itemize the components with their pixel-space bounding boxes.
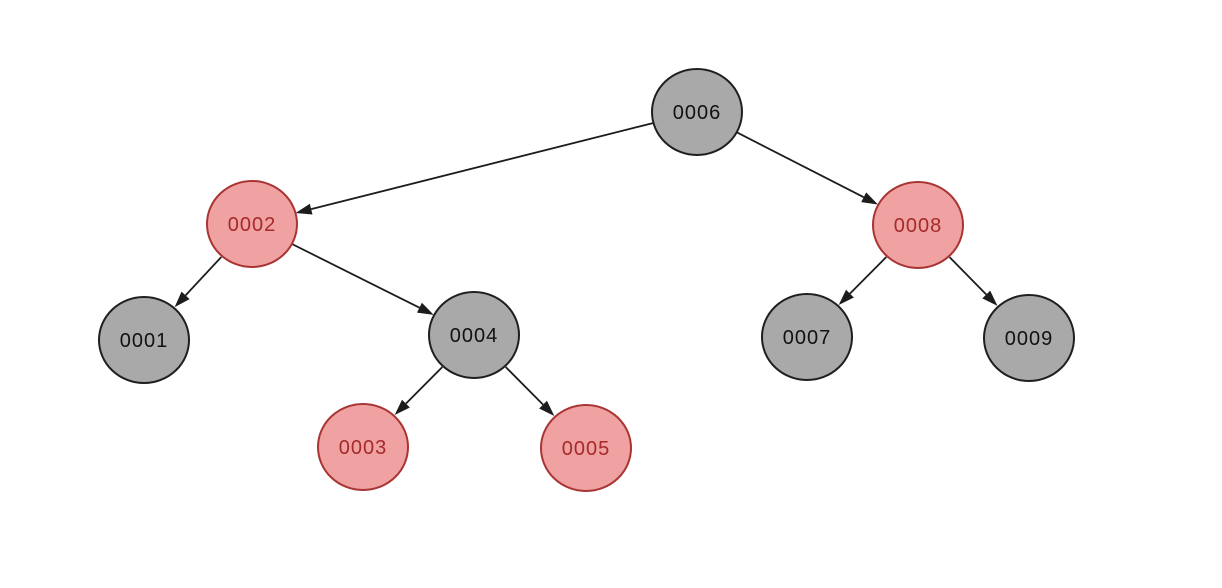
black-node-circle — [983, 294, 1075, 382]
arrowhead-icon — [174, 291, 190, 308]
node-label: 0004 — [450, 325, 499, 347]
edge-0008-to-0009 — [948, 256, 998, 306]
tree-node-0003: 0003 — [317, 403, 409, 491]
node-label: 0001 — [120, 330, 169, 352]
arrowhead-icon — [394, 399, 410, 416]
edge-line — [849, 256, 887, 295]
tree-node-0009: 0009 — [983, 294, 1075, 382]
tree-node-0007: 0007 — [761, 293, 853, 381]
tree-node-0001: 0001 — [98, 296, 190, 384]
red-node-circle — [540, 404, 632, 492]
arrowhead-icon — [861, 192, 878, 205]
tree-node-0006: 0006 — [651, 68, 743, 156]
red-node-circle — [872, 181, 964, 269]
edge-0004-to-0005 — [505, 366, 555, 417]
node-label: 0007 — [783, 327, 832, 349]
red-node-circle — [317, 403, 409, 491]
edge-0004-to-0003 — [394, 366, 443, 416]
arrowhead-icon — [838, 289, 854, 306]
edge-line — [948, 256, 987, 296]
node-label: 0008 — [894, 215, 943, 237]
edge-line — [184, 256, 222, 296]
edge-line — [291, 243, 420, 309]
edge-0002-to-0001 — [174, 256, 222, 308]
edge-line — [505, 366, 544, 406]
black-node-circle — [98, 296, 190, 384]
black-node-circle — [428, 291, 520, 379]
tree-node-0005: 0005 — [540, 404, 632, 492]
arrowhead-icon — [539, 400, 555, 417]
edge-0002-to-0004 — [291, 243, 434, 315]
tree-node-0002: 0002 — [206, 180, 298, 268]
edge-line — [310, 122, 654, 210]
arrowhead-icon — [982, 290, 998, 306]
node-label: 0009 — [1005, 328, 1054, 350]
edge-line — [736, 131, 865, 199]
node-label: 0005 — [562, 438, 611, 460]
arrowhead-icon — [416, 302, 434, 315]
node-label: 0002 — [228, 214, 277, 236]
edge-0008-to-0007 — [838, 256, 887, 306]
tree-node-0004: 0004 — [428, 291, 520, 379]
arrowhead-icon — [295, 203, 313, 215]
red-node-circle — [206, 180, 298, 268]
node-label: 0003 — [339, 437, 388, 459]
edge-0006-to-0008 — [736, 131, 878, 205]
edge-0006-to-0002 — [295, 122, 654, 215]
black-node-circle — [651, 68, 743, 156]
black-node-circle — [761, 293, 853, 381]
edge-line — [405, 366, 443, 405]
tree-node-0008: 0008 — [872, 181, 964, 269]
node-label: 0006 — [673, 102, 722, 124]
